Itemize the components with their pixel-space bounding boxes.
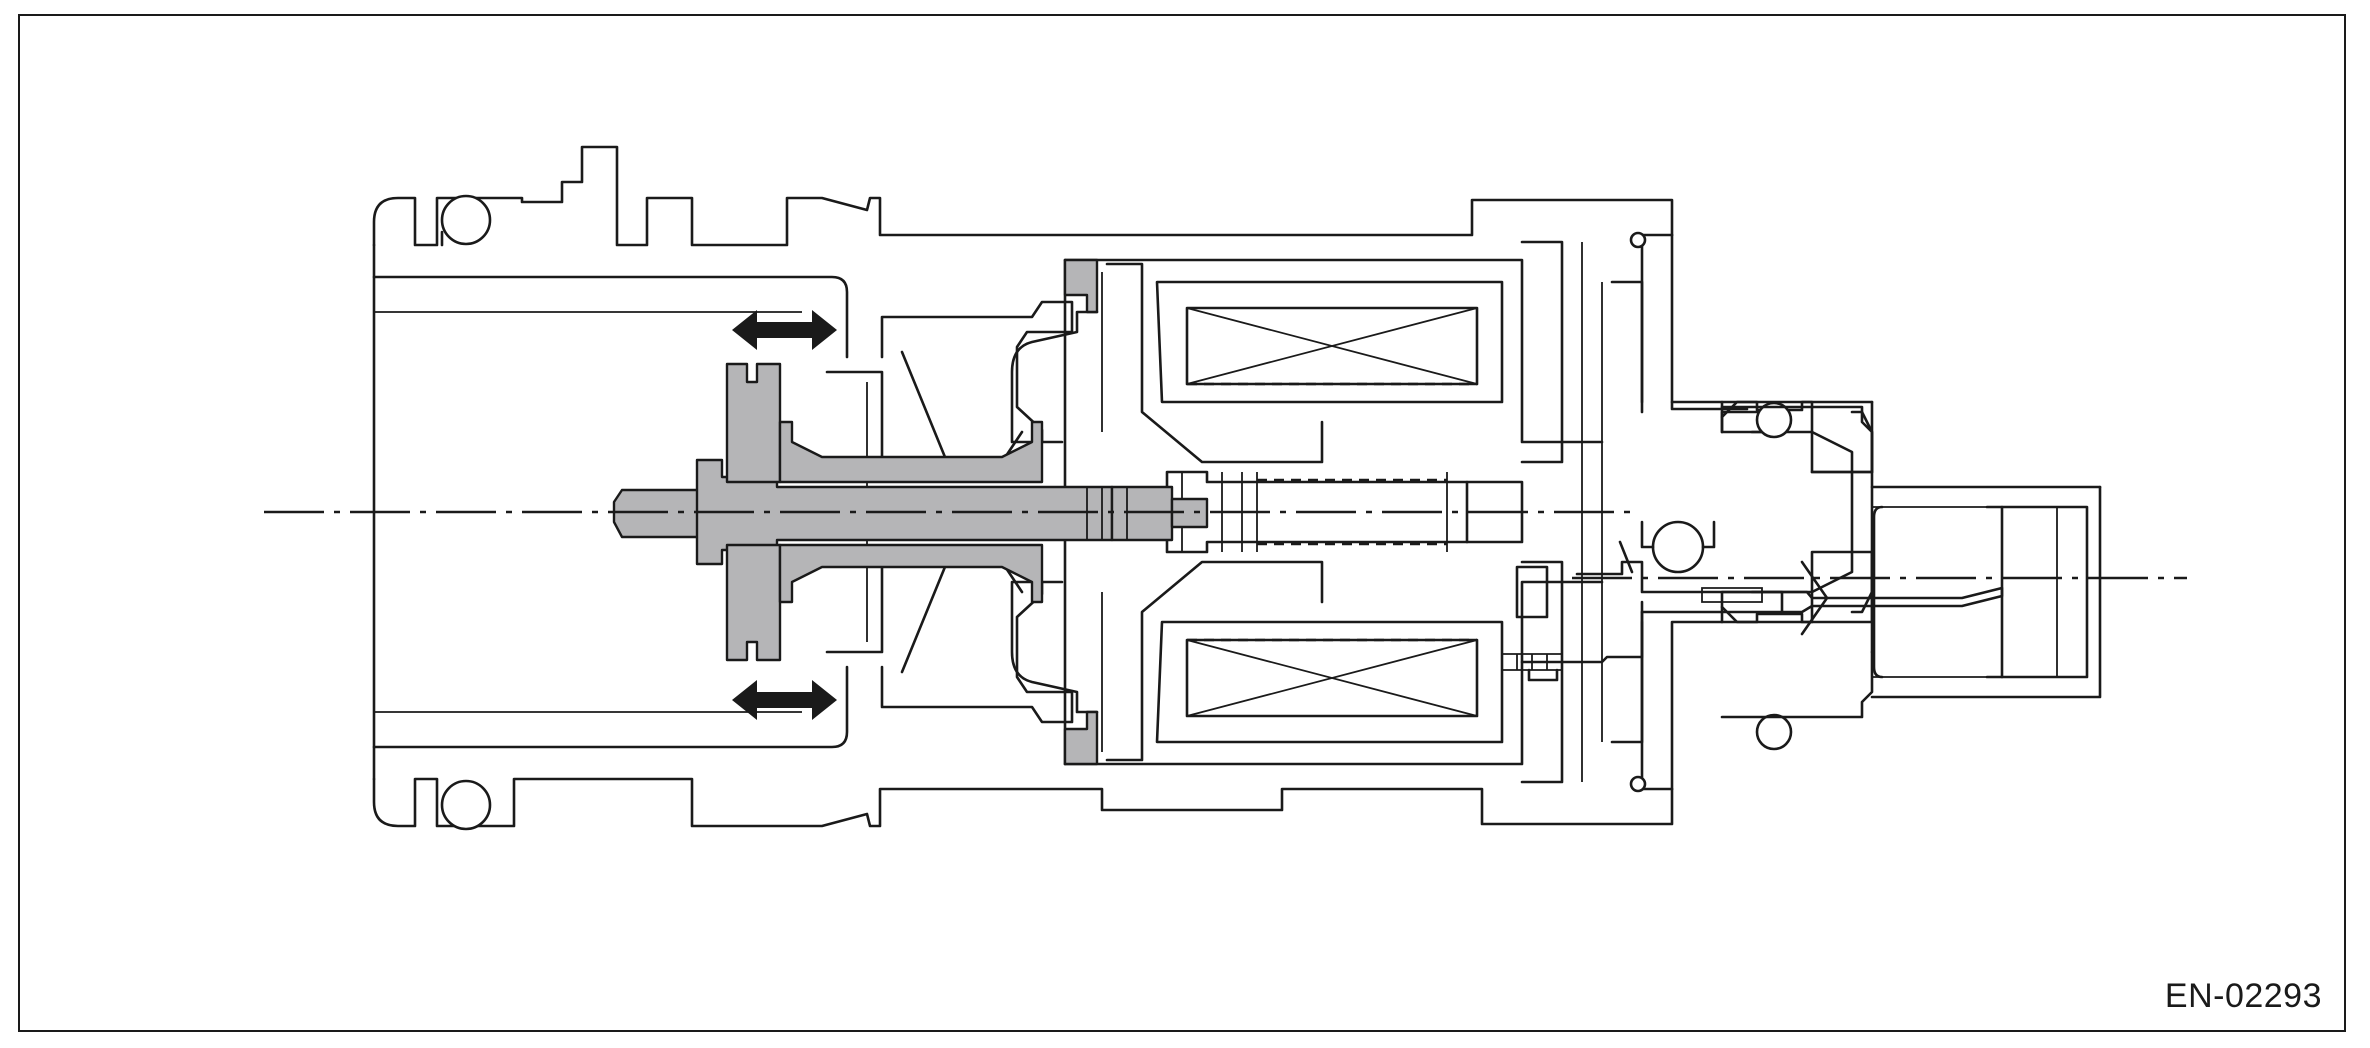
valve-shaft-tip xyxy=(612,488,704,539)
seal-bottom xyxy=(1629,775,1647,793)
double-headed-arrow-icon xyxy=(732,310,837,350)
valve-seat-top xyxy=(778,420,1044,484)
o-ring-bottom-right xyxy=(1755,713,1793,751)
valve-shaft-end xyxy=(1110,485,1174,542)
valve-disc-bottom xyxy=(725,543,782,662)
valve-disc-top xyxy=(725,362,782,484)
double-headed-arrow-icon xyxy=(732,680,837,720)
moving-valve-assembly xyxy=(612,362,1209,662)
diaphragm xyxy=(1010,310,1099,714)
terminal-pin xyxy=(1501,540,2004,682)
figure-frame: EN-02293 xyxy=(18,14,2346,1032)
o-ring-top-right xyxy=(1755,401,1793,439)
figure-code-label: EN-02293 xyxy=(2164,977,2322,1015)
o-ring-top-left xyxy=(440,194,492,246)
coil-winding-bottom xyxy=(1185,638,1479,718)
valve-housing xyxy=(372,145,1674,831)
check-ball xyxy=(1640,520,1716,574)
terminal-housing xyxy=(1720,400,2102,751)
valve-seat-bottom xyxy=(778,543,1044,604)
valve-shaft-pin xyxy=(1170,497,1209,529)
coil-winding-top xyxy=(1185,306,1479,386)
solenoid-valve-cross-section xyxy=(264,145,2187,831)
o-ring-bottom-left xyxy=(440,779,492,831)
coil-shield-top xyxy=(1063,258,1099,314)
coil-shield-bottom xyxy=(1063,710,1099,766)
seal-top xyxy=(1629,231,1647,249)
